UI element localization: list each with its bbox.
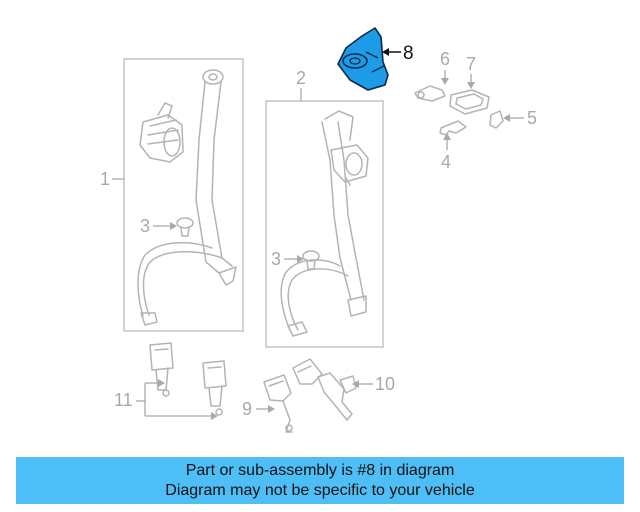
part-8-bracket [337, 27, 389, 91]
part-2-frame [265, 100, 384, 348]
bolt-3a: 3 [140, 216, 194, 237]
callout-2: 2 [296, 68, 306, 88]
banner-line-2: Diagram may not be specific to your vehi… [165, 481, 475, 499]
clip-4: 4 [439, 120, 467, 172]
callout-4: 4 [441, 152, 451, 172]
cover-7: 7 [449, 54, 490, 115]
callout-1: 1 [100, 169, 110, 189]
callout-6: 6 [440, 49, 450, 69]
part-8-highlighted: 8 [337, 27, 414, 91]
callout-9: 9 [242, 399, 252, 419]
bolt-3b: 3 [271, 249, 320, 270]
buckle-9: 9 [242, 374, 293, 433]
callout-10: 10 [375, 374, 395, 394]
callout-3b: 3 [271, 249, 281, 269]
seat-belt-assembly-1 [137, 69, 237, 326]
callout-11: 11 [114, 390, 133, 410]
callout-5: 5 [527, 108, 537, 128]
seat-belt-assembly-2 [280, 110, 369, 337]
part-1-frame [123, 58, 244, 332]
clip-5: 5 [489, 108, 537, 129]
info-banner: Part or sub-assembly is #8 in diagram Di… [16, 457, 624, 504]
callout-7: 7 [466, 54, 476, 74]
callout-8: 8 [403, 43, 414, 64]
clip-6: 6 [414, 49, 450, 102]
banner-line-1: Part or sub-assembly is #8 in diagram [185, 461, 455, 479]
buckle-11: 11 [114, 342, 227, 420]
callout-3a: 3 [140, 216, 150, 236]
buckle-10: 10 [292, 358, 395, 421]
